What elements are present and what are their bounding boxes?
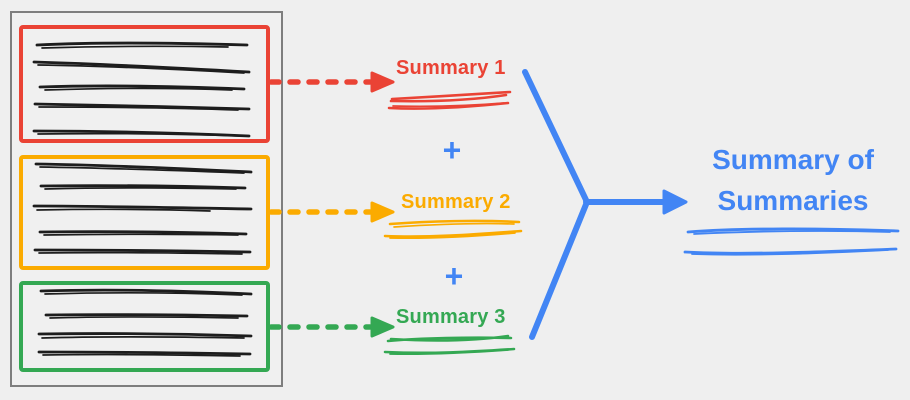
summary-1-label: Summary 1 [396, 57, 506, 79]
summary-2-label: Summary 2 [401, 191, 511, 213]
section-2-text-scribbles [32, 162, 253, 255]
document-section-2-box [19, 155, 270, 270]
summary-1-scribble [387, 90, 512, 110]
section-3-text-scribbles [37, 288, 253, 357]
summary-3-scribble [383, 334, 516, 356]
arrow-section1-to-summary1 [268, 71, 395, 93]
document-section-1-box [19, 25, 270, 143]
summary-2-scribble [383, 219, 523, 240]
arrow-section2-to-summary2 [268, 201, 395, 223]
plus-operator-1: + [442, 132, 462, 168]
source-document-box [10, 11, 283, 387]
section-1-text-scribbles [32, 41, 251, 138]
arrow-section3-to-summary3 [268, 316, 395, 338]
summary-3-label: Summary 3 [396, 306, 506, 328]
merge-arrow [522, 69, 688, 340]
summary-of-summaries-title: Summary of Summaries [712, 144, 874, 216]
plus-operator-2: + [444, 258, 464, 294]
result-scribble [683, 227, 900, 256]
document-section-3-box [19, 281, 270, 372]
